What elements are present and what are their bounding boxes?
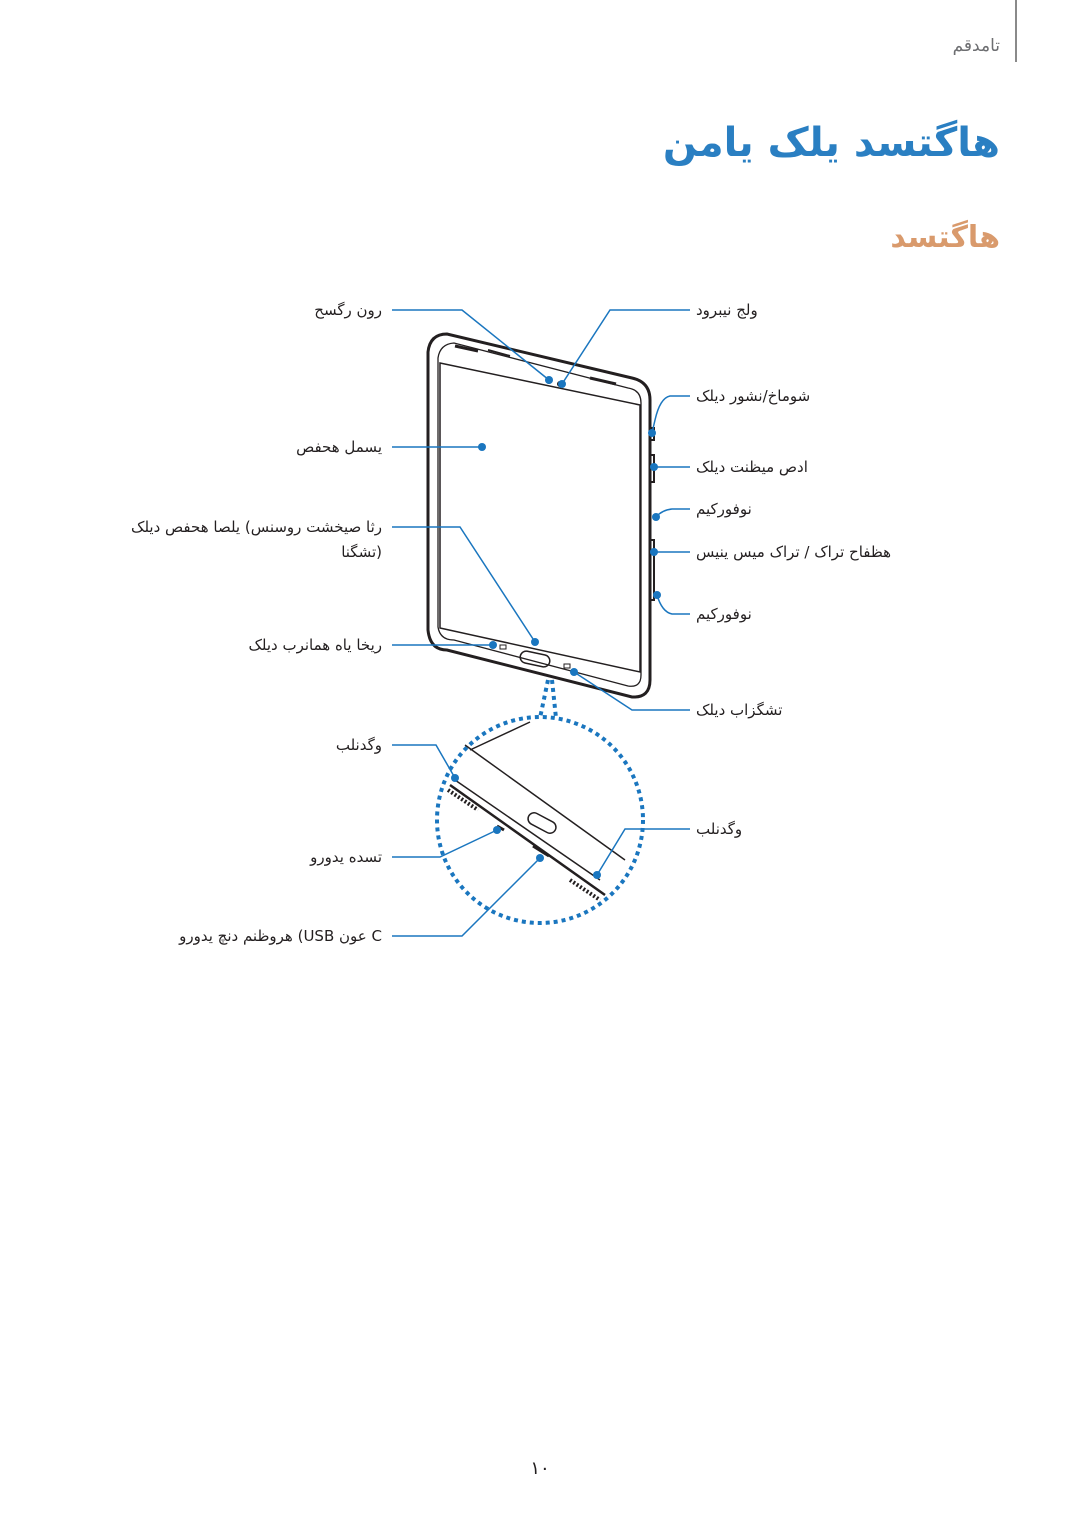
label-front-camera: ولج نیبرود bbox=[696, 301, 758, 319]
zoom-connector bbox=[435, 679, 645, 925]
callout-lines bbox=[392, 309, 690, 937]
chapter-title: هاگتسد یلک یامن bbox=[662, 120, 1000, 166]
page-number: ۱۰ bbox=[530, 1458, 550, 1479]
label-home-key-line1: رثا صیخشت روسنس) یلصا هحفص دیلک bbox=[131, 518, 382, 536]
label-headset-jack: تسده یدورو bbox=[310, 848, 382, 866]
label-speaker-right: وگدنلب bbox=[696, 820, 743, 838]
label-microphone-top: نوفورکیم bbox=[696, 500, 752, 518]
section-title: هاگتسد bbox=[890, 220, 1000, 255]
label-volume-key: ادص میظنت دیلک bbox=[696, 458, 808, 476]
label-back-key: تشگزاب دیلک bbox=[696, 701, 783, 719]
label-home-key-line2: (تشگنا bbox=[341, 543, 382, 561]
label-recent-apps: ریخا یاه همانرب دیلک bbox=[248, 636, 382, 654]
label-touchscreen: یسمل هحفص bbox=[296, 438, 382, 456]
label-sim-card: هظفاح تراک / تراک میس ینیس bbox=[696, 543, 892, 561]
tablet-body bbox=[426, 332, 655, 699]
label-light-sensor: رون رگسح bbox=[314, 301, 382, 319]
label-speaker-left: وگدنلب bbox=[335, 736, 382, 754]
label-power-key: شوماخ/نشور دیلک bbox=[696, 387, 811, 405]
label-microphone-bottom: نوفورکیم bbox=[696, 605, 752, 623]
callout-dots bbox=[451, 376, 661, 879]
label-usb-connector: C عون USB) هروظنم دنچ یدورو bbox=[179, 927, 382, 945]
header-rule bbox=[1015, 0, 1017, 62]
running-header: تامدقم bbox=[952, 36, 1000, 56]
